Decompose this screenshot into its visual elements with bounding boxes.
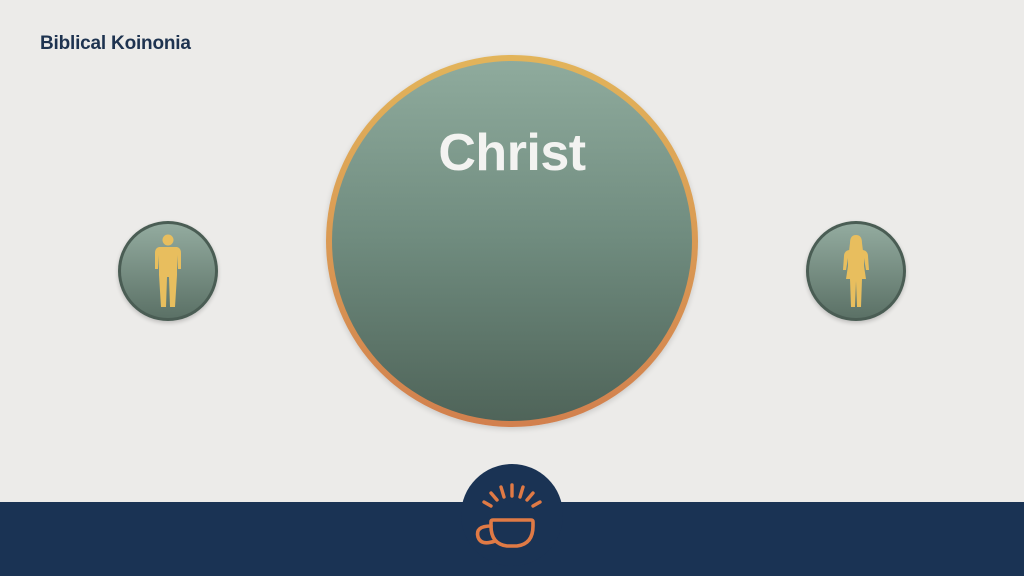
logo-badge	[461, 464, 563, 566]
christ-circle: Christ	[326, 55, 698, 427]
man-silhouette-icon	[155, 234, 181, 307]
christ-circle-fill: Christ	[332, 61, 692, 421]
woman-silhouette-icon	[843, 235, 869, 307]
coffee-cup-sunrise-icon	[475, 483, 542, 548]
christ-label: Christ	[438, 124, 586, 182]
person-left-circle	[118, 221, 218, 321]
person-right-circle	[806, 221, 906, 321]
slide-title: Biblical Koinonia	[40, 33, 191, 54]
